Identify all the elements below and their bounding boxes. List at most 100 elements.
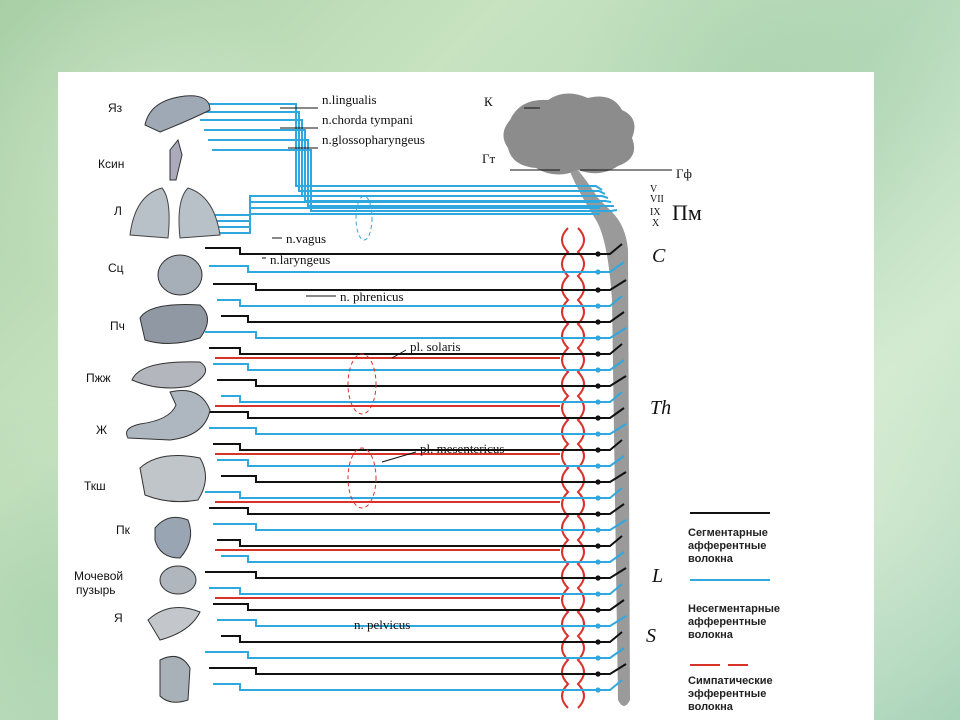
- label-n-phrenicus: n. phrenicus: [340, 289, 404, 304]
- spinal-fiber: [217, 535, 623, 547]
- brain-cortex-shape: [503, 93, 635, 175]
- spinal-ganglion: [595, 495, 601, 501]
- label-cranial-x: X: [652, 218, 660, 229]
- spinal-ganglion: [595, 655, 601, 661]
- label-cranial-vii: VII: [650, 194, 664, 205]
- brain-labels: К Гт Гф Пм V VII IX X: [482, 94, 702, 229]
- lungs-shape: [129, 187, 221, 239]
- spinal-fiber: [213, 679, 623, 691]
- spinal-ganglion: [595, 559, 601, 565]
- carotid-sinus-shape: [169, 138, 183, 181]
- cranial-fiber: [208, 139, 614, 207]
- kidney-shape: [154, 516, 192, 559]
- spinal-fiber: [205, 407, 625, 419]
- spinal-fiber: [213, 359, 625, 371]
- spinal-fiber: [213, 599, 625, 611]
- cranial-fiber: [196, 111, 606, 195]
- organ-label-kidney: Пк: [116, 523, 131, 537]
- liver-shape: [139, 304, 208, 344]
- label-pl-mesentericus: pl. mesentericus: [420, 441, 504, 456]
- spinal-ganglion: [595, 591, 601, 597]
- label-hypothalamus: Гт: [482, 151, 496, 166]
- spinal-ganglion: [595, 351, 601, 357]
- spinal-fiber: [209, 423, 627, 435]
- spinal-fiber: [221, 471, 627, 483]
- organ-label-lungs: Л: [114, 204, 122, 218]
- spinal-fiber: [213, 519, 627, 531]
- plexus-mesenteric: [347, 447, 377, 509]
- spinal-fiber: [213, 279, 627, 291]
- stomach-shape: [126, 390, 211, 441]
- nerve-fibers: [192, 103, 672, 693]
- vagus-fiber: [215, 213, 600, 234]
- spinal-ganglion: [595, 463, 601, 469]
- spinal-fiber: [209, 583, 623, 595]
- label-pointer: [391, 349, 407, 359]
- spinal-ganglion: [595, 251, 601, 257]
- segment-label-c: C: [652, 245, 666, 267]
- spinal-fiber: [217, 455, 625, 467]
- spinal-ganglion: [595, 383, 601, 389]
- label-n-vagus: n.vagus: [286, 231, 326, 246]
- spinal-ganglion: [595, 687, 601, 693]
- spinal-fiber: [209, 503, 625, 515]
- label-cranial-v: V: [650, 184, 658, 195]
- spinal-fiber: [217, 375, 627, 387]
- spinal-fiber: [221, 551, 625, 563]
- spinal-fiber: [209, 663, 627, 675]
- label-n-pelvicus: n. pelvicus: [354, 617, 410, 632]
- segment-labels: C Th L S: [646, 245, 671, 647]
- sympathetic-chain: [561, 227, 585, 709]
- spinal-fiber: [205, 487, 623, 499]
- spinal-ganglion: [595, 623, 601, 629]
- organ-label-carotid-sinus: Ксин: [98, 157, 124, 171]
- cranial-fiber: [192, 103, 603, 191]
- label-pointer: [381, 451, 417, 463]
- spinal-ganglion: [595, 367, 601, 373]
- spinal-ganglion: [595, 527, 601, 533]
- spinal-cord-shape: [570, 170, 630, 706]
- rectum-shape: [159, 655, 191, 703]
- spinal-ganglion: [595, 575, 601, 581]
- label-n-lingualis: n.lingualis: [322, 92, 377, 107]
- intestine-shape: [139, 455, 206, 503]
- spinal-fiber: [217, 615, 627, 627]
- spinal-ganglion: [595, 543, 601, 549]
- spinal-fiber: [205, 567, 627, 579]
- spinal-ganglion: [595, 287, 601, 293]
- label-pl-solaris: pl. solaris: [410, 339, 461, 354]
- sympathetic-chain-right: [576, 227, 585, 709]
- spinal-fiber: [213, 439, 623, 451]
- label-cortex: К: [484, 94, 493, 109]
- label-medulla: Пм: [672, 200, 702, 225]
- spinal-fiber: [205, 647, 625, 659]
- heart-shape: [157, 254, 203, 296]
- vagus-ganglion: [355, 195, 373, 241]
- organ-label-pancreas: Пжж: [86, 371, 111, 385]
- label-n-chorda-tympani: n.chorda tympani: [322, 112, 413, 127]
- spinal-fiber: [221, 631, 623, 643]
- label-n-laryngeus: n.laryngeus: [270, 252, 330, 267]
- segment-label-l: L: [651, 565, 663, 587]
- organ-shapes: [126, 95, 221, 703]
- spinal-fiber: [221, 391, 623, 403]
- organ-label-tongue: Яз: [108, 101, 123, 115]
- spinal-fiber: [217, 295, 623, 307]
- spinal-ganglion: [595, 431, 601, 437]
- tongue-shape: [144, 95, 211, 133]
- label-n-glossopharyngeus: n.glossopharyngeus: [322, 132, 425, 147]
- segment-label-th: Th: [650, 397, 671, 419]
- spinal-fiber: [209, 261, 625, 273]
- organ-label-ovary: Я: [114, 611, 123, 625]
- plexus-solar: [347, 353, 377, 415]
- spinal-fiber: [205, 327, 627, 339]
- segment-label-s: S: [646, 625, 656, 647]
- label-pituitary: Гф: [676, 166, 692, 181]
